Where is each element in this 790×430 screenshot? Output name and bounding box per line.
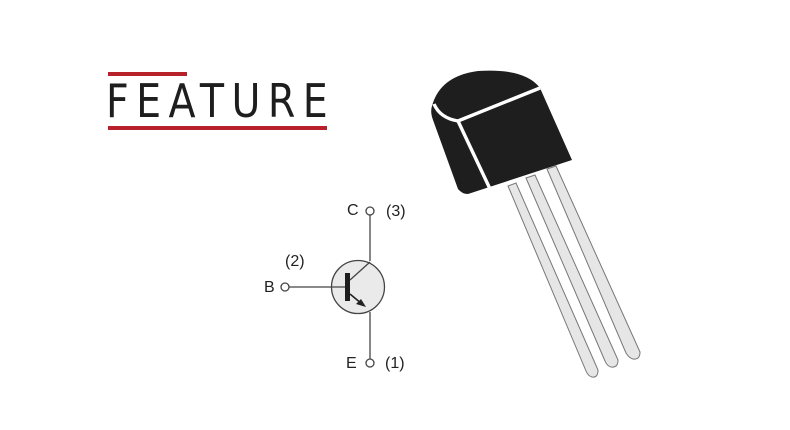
base-pin-number: (2) xyxy=(285,253,305,270)
collector-letter: C xyxy=(347,202,359,219)
base-terminal-icon xyxy=(280,282,290,292)
emitter-arrow-icon xyxy=(356,299,366,307)
collector-terminal-icon xyxy=(365,206,375,216)
collector-pin-number: (3) xyxy=(386,203,406,220)
base-letter: B xyxy=(264,279,275,296)
emitter-pin-number: (1) xyxy=(385,355,405,372)
package-body xyxy=(431,70,572,194)
feature-title-text: FEATURE xyxy=(106,74,336,128)
package-leads xyxy=(507,165,641,378)
accent-bar-top xyxy=(108,72,187,76)
emitter-letter: E xyxy=(346,355,357,372)
accent-bar-bottom xyxy=(108,126,327,130)
feature-heading: FEATURE xyxy=(106,70,328,132)
emitter-terminal-icon xyxy=(365,358,375,368)
to92-package-illustration xyxy=(431,70,641,378)
npn-symbol-icon xyxy=(280,206,386,368)
